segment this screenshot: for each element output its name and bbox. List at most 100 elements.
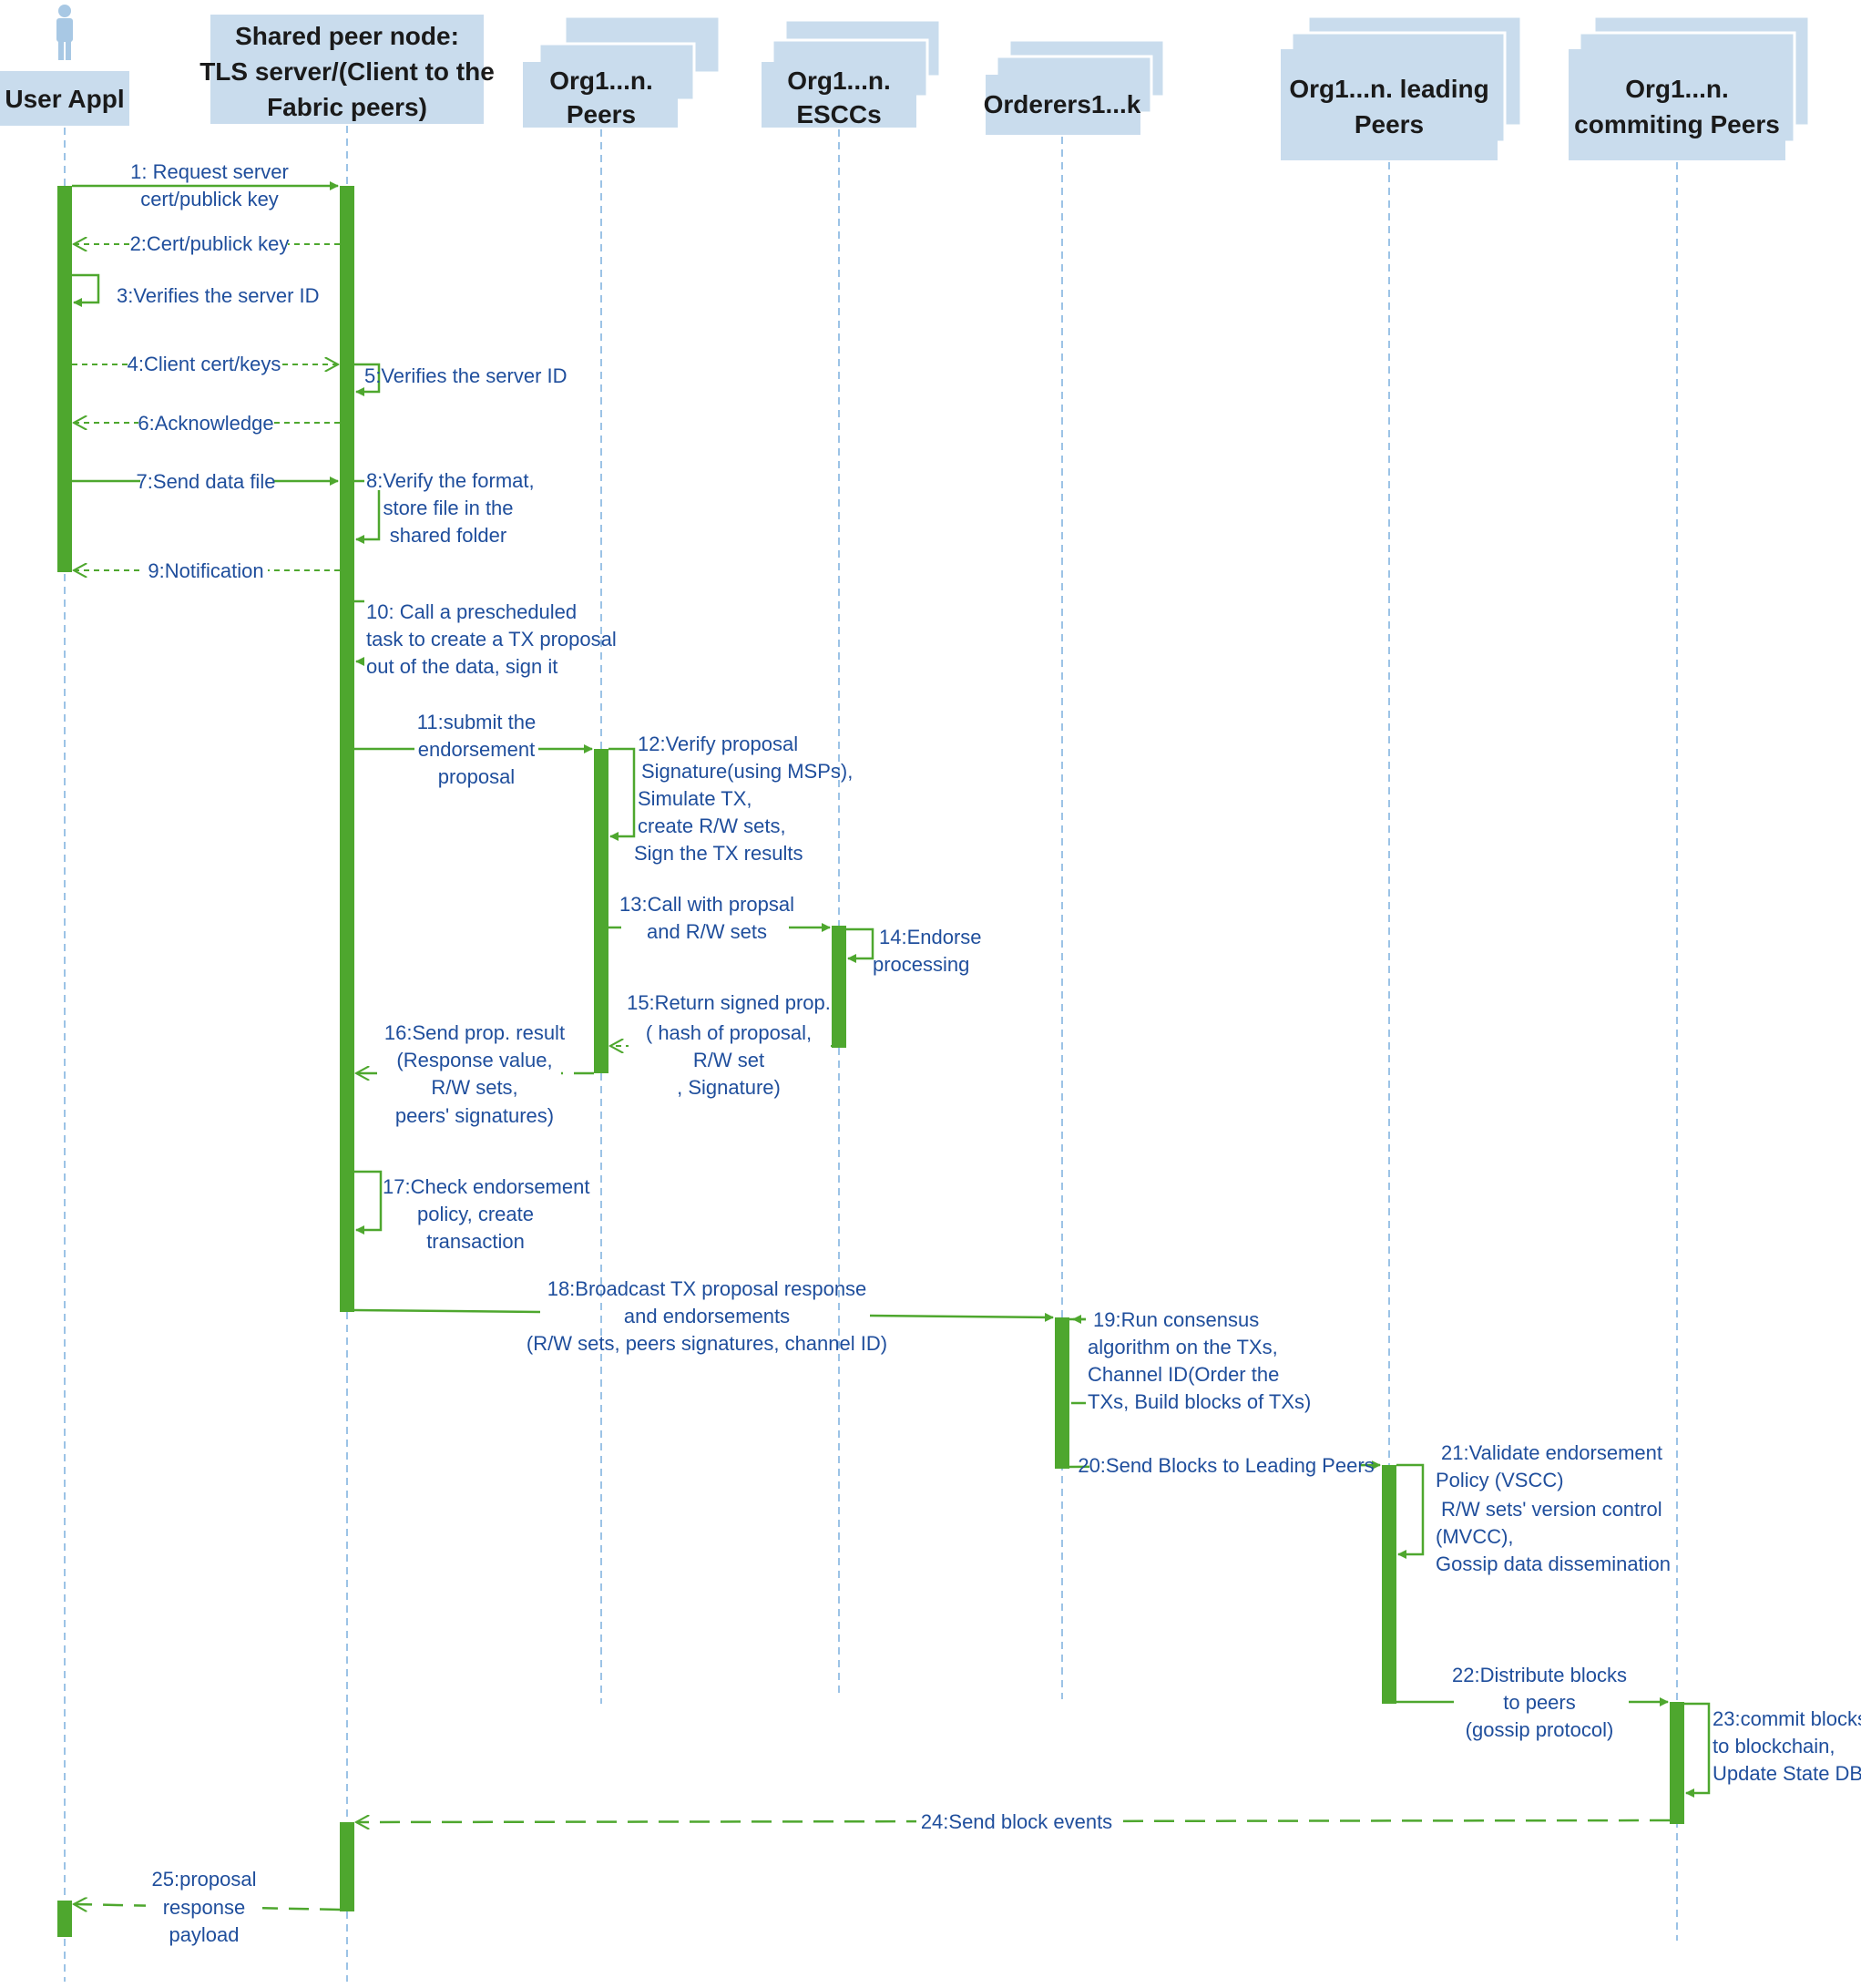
participant-committing-peers: Org1...n. commiting Peers <box>1569 15 1811 160</box>
message-5: 5:Verifies the server ID <box>354 363 568 396</box>
message-18-label: and endorsements <box>624 1305 790 1327</box>
message-25-label: 25:proposal <box>152 1868 257 1891</box>
message-18-label: 18:Broadcast TX proposal response <box>547 1277 867 1300</box>
message-10-label: task to create a TX proposal <box>366 628 617 651</box>
message-23-label: 23:commit blocks <box>1713 1707 1861 1730</box>
activation-bar-user <box>57 186 72 572</box>
participant-label-line: ESCCs <box>796 100 881 128</box>
message-21-label: Gossip data dissemination <box>1436 1552 1671 1575</box>
message-12-label: 12:Verify proposal <box>638 733 798 755</box>
message-16-label: peers' signatures) <box>395 1104 554 1127</box>
message-24-label: 24:Send block events <box>921 1810 1112 1833</box>
message-3-label: 3:Verifies the server ID <box>117 284 320 307</box>
message-21-label: 21:Validate endorsement <box>1441 1441 1662 1464</box>
message-20: 20:Send Blocks to Leading Peers <box>1069 1452 1381 1478</box>
activation-bar-esccs <box>832 926 846 1048</box>
participant-label-line: Org1...n. <box>1625 75 1729 103</box>
participant-label-line: TLS server/(Client to the <box>199 57 495 86</box>
message-14-label: processing <box>873 953 969 976</box>
message-21-label: R/W sets' version control <box>1441 1498 1662 1521</box>
participant-label-line: Org1...n. <box>787 67 891 95</box>
message-15: 15:Return signed prop. ( hash of proposa… <box>610 989 832 1102</box>
message-4-label: 4:Client cert/keys <box>128 353 281 375</box>
participant-label-line: Orderers1...k <box>984 90 1141 118</box>
message-3: 3:Verifies the server ID <box>72 273 320 307</box>
message-10: 10: Call a prescheduled task to create a… <box>354 598 617 680</box>
message-2-label: 2:Cert/publick key <box>130 232 290 255</box>
message-7: 7:Send data file <box>72 467 339 493</box>
activation-bar-peers <box>594 749 608 1073</box>
message-19-label: 19:Run consensus <box>1093 1308 1259 1331</box>
message-25-label: response <box>163 1896 246 1919</box>
message-13-label: 13:Call with propsal <box>619 893 794 916</box>
message-2: 2:Cert/publick key <box>74 230 340 255</box>
message-23-label: to blockchain, <box>1713 1735 1835 1757</box>
activation-bar-leading <box>1382 1465 1396 1704</box>
message-8-label: 8:Verify the format, <box>366 469 535 492</box>
message-15-label: 15:Return signed prop. <box>627 991 831 1014</box>
message-8-label: store file in the <box>383 497 513 519</box>
message-6: 6:Acknowledge <box>74 409 340 435</box>
message-15-label: R/W set <box>693 1049 764 1071</box>
message-7-label: 7:Send data file <box>137 470 276 493</box>
message-12-label: Sign the TX results <box>634 842 803 865</box>
message-5-label: 5:Verifies the server ID <box>364 364 568 387</box>
activation-bar-tls <box>340 186 354 1312</box>
participant-label-line: Org1...n. <box>549 67 653 95</box>
message-8: 8:Verify the format, store file in the s… <box>354 466 537 547</box>
message-4: 4:Client cert/keys <box>72 351 338 375</box>
message-15-label: , Signature) <box>677 1076 781 1099</box>
message-1-label: cert/publick key <box>140 188 279 210</box>
actor-user-appl: User Appl <box>0 5 129 126</box>
participant-peers: Org1...n. Peers <box>523 15 721 128</box>
message-12-label: create R/W sets, <box>638 815 786 837</box>
participant-label-line: Org1...n. leading <box>1289 75 1488 103</box>
message-23: 23:commit blocks to blockchain, Update S… <box>1684 1702 1861 1798</box>
message-17-label: 17:Check endorsement <box>383 1175 589 1198</box>
message-6-label: 6:Acknowledge <box>138 412 273 435</box>
message-15-label: ( hash of proposal, <box>646 1021 812 1044</box>
message-21: 21:Validate endorsement Policy (VSCC) R/… <box>1396 1441 1671 1575</box>
participant-label-line: Peers <box>567 100 636 128</box>
message-11-label: proposal <box>438 765 515 788</box>
message-20-label: 20:Send Blocks to Leading Peers <box>1078 1454 1374 1477</box>
message-17-label: transaction <box>426 1230 525 1253</box>
message-22-label: (gossip protocol) <box>1466 1718 1614 1741</box>
message-21-label: (MVCC), <box>1436 1525 1514 1548</box>
message-24: 24:Send block events <box>356 1808 1671 1835</box>
message-9-label: 9:Notification <box>148 559 263 582</box>
message-14-label: 14:Endorse <box>879 926 982 948</box>
message-11-label: endorsement <box>418 738 535 761</box>
message-16: 16:Send prop. result (Response value, R/… <box>356 1019 594 1135</box>
message-11-label: 11:submit the <box>417 711 536 733</box>
activation-bar-orderers <box>1055 1317 1069 1469</box>
message-25: 25:proposal response payload <box>74 1868 341 1950</box>
message-10-label: out of the data, sign it <box>366 655 557 678</box>
message-9: 9:Notification <box>74 557 340 582</box>
participant-leading-peers: Org1...n. leading Peers <box>1281 15 1523 160</box>
participant-esccs: Org1...n. ESCCs <box>762 18 942 128</box>
message-19-label: algorithm on the TXs, <box>1088 1336 1278 1358</box>
message-16-label: 16:Send prop. result <box>384 1021 565 1044</box>
participant-label-line: commiting Peers <box>1574 110 1780 138</box>
message-17-label: policy, create <box>417 1203 534 1225</box>
participant-label-line: Fabric peers) <box>267 93 427 121</box>
user-actor-icon <box>56 5 73 60</box>
message-13-label: and R/W sets <box>647 920 767 943</box>
message-19-label: TXs, Build blocks of TXs) <box>1088 1390 1311 1413</box>
actor-label: User Appl <box>5 85 124 113</box>
activation-bar-committing <box>1670 1702 1684 1824</box>
message-1-label: 1: Request server <box>130 160 289 183</box>
message-14: 14:Endorse processing <box>846 926 982 976</box>
message-17: 17:Check endorsement policy, create tran… <box>354 1170 589 1253</box>
message-11: 11:submit the endorsement proposal <box>354 711 593 793</box>
participant-orderers: Orderers1...k <box>984 38 1166 135</box>
message-21-label: Policy (VSCC) <box>1436 1469 1564 1491</box>
message-13: 13:Call with propsal and R/W sets <box>608 893 831 948</box>
message-16-label: R/W sets, <box>431 1076 517 1099</box>
participant-tls-server: Shared peer node: TLS server/(Client to … <box>199 15 495 124</box>
participant-label-line: Shared peer node: <box>235 22 459 50</box>
activation-bar-tls-final <box>340 1822 354 1911</box>
